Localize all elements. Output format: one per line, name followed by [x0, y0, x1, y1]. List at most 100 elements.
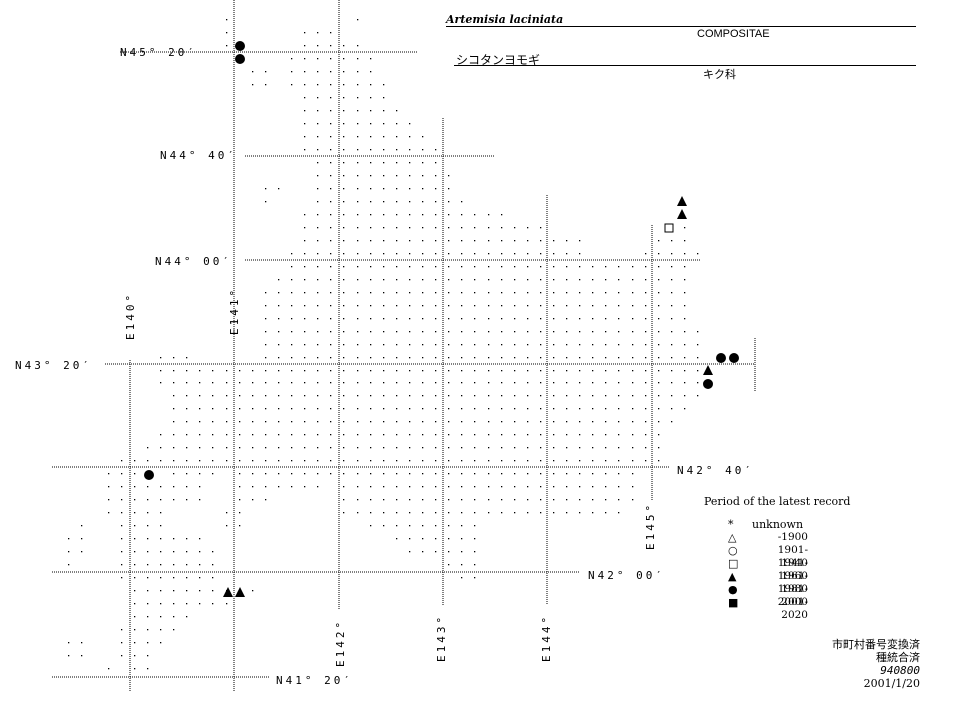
mesh-cell	[435, 253, 437, 255]
mesh-cell	[396, 292, 398, 294]
mesh-cell	[383, 382, 385, 384]
mesh-cell	[343, 473, 345, 475]
mesh-cell	[343, 110, 345, 112]
mesh-cell	[291, 58, 293, 60]
mesh-cell	[474, 512, 476, 514]
mesh-cell	[134, 642, 136, 644]
record-marker-filled-circle	[235, 54, 245, 64]
mesh-cell	[160, 642, 162, 644]
mesh-cell	[474, 395, 476, 397]
mesh-cell	[461, 266, 463, 268]
mesh-cell	[173, 447, 175, 449]
mesh-cell	[134, 655, 136, 657]
mesh-cell	[304, 382, 306, 384]
mesh-cell	[199, 382, 201, 384]
mesh-cell	[317, 370, 319, 372]
mesh-cell	[343, 486, 345, 488]
mesh-cell	[396, 279, 398, 281]
mesh-cell	[370, 499, 372, 501]
mesh-cell	[383, 408, 385, 410]
mesh-cell	[186, 408, 188, 410]
legend-item-1900: △-1900	[728, 531, 850, 544]
mesh-cell	[422, 240, 424, 242]
mesh-cell	[592, 266, 594, 268]
mesh-cell	[697, 331, 699, 333]
mesh-cell	[343, 331, 345, 333]
mesh-cell	[488, 370, 490, 372]
mesh-cell	[684, 292, 686, 294]
mesh-cell	[671, 266, 673, 268]
mesh-cell	[357, 279, 359, 281]
mesh-cell	[474, 344, 476, 346]
mesh-cell	[579, 395, 581, 397]
mesh-cell	[527, 447, 529, 449]
mesh-cell	[199, 447, 201, 449]
mesh-cell	[383, 473, 385, 475]
mesh-cell	[501, 214, 503, 216]
mesh-cell	[212, 408, 214, 410]
mesh-cell	[488, 344, 490, 346]
mesh-cell	[68, 564, 70, 566]
mesh-cell	[226, 603, 228, 605]
mesh-cell	[370, 408, 372, 410]
mesh-cell	[448, 201, 450, 203]
mesh-cell	[147, 499, 149, 501]
mesh-cell	[147, 551, 149, 553]
mesh-cell	[435, 149, 437, 151]
mesh-cell	[658, 279, 660, 281]
mesh-cell	[330, 292, 332, 294]
mesh-cell	[396, 162, 398, 164]
mesh-cell	[461, 473, 463, 475]
mesh-cell	[435, 279, 437, 281]
mesh-cell	[330, 382, 332, 384]
mesh-cell	[645, 305, 647, 307]
mesh-cell	[383, 357, 385, 359]
mesh-cell	[488, 266, 490, 268]
mesh-cell	[461, 331, 463, 333]
mesh-cell	[304, 279, 306, 281]
mesh-cell	[239, 473, 241, 475]
mesh-cell	[592, 292, 594, 294]
mesh-cell	[304, 84, 306, 86]
mesh-cell	[357, 408, 359, 410]
mesh-cell	[278, 447, 280, 449]
mesh-cell	[199, 603, 201, 605]
mesh-cell	[409, 175, 411, 177]
mesh-cell	[383, 162, 385, 164]
mesh-cell	[330, 370, 332, 372]
mesh-cell	[422, 149, 424, 151]
mesh-cell	[448, 188, 450, 190]
mesh-cell	[461, 357, 463, 359]
mesh-cell	[265, 486, 267, 488]
mesh-cell	[501, 253, 503, 255]
mesh-cell	[501, 447, 503, 449]
mesh-cell	[409, 279, 411, 281]
mesh-cell	[422, 344, 424, 346]
mesh-cell	[226, 512, 228, 514]
mesh-cell	[422, 175, 424, 177]
mesh-cell	[605, 279, 607, 281]
mesh-cell	[330, 58, 332, 60]
mesh-cell	[265, 382, 267, 384]
mesh-cell	[514, 279, 516, 281]
mesh-cell	[671, 253, 673, 255]
mesh-cell	[488, 486, 490, 488]
mesh-cell	[317, 214, 319, 216]
mesh-cell	[527, 344, 529, 346]
mesh-cell	[265, 408, 267, 410]
mesh-cell	[527, 382, 529, 384]
mesh-cell	[409, 538, 411, 540]
mesh-cell	[252, 473, 254, 475]
mesh-cell	[632, 292, 634, 294]
legend-item-1961-1980: ▲1961-1980	[728, 570, 850, 595]
mesh-cell	[553, 421, 555, 423]
mesh-cell	[501, 395, 503, 397]
mesh-cell	[409, 357, 411, 359]
mesh-cell	[343, 136, 345, 138]
mesh-cell	[501, 227, 503, 229]
mesh-cell	[605, 292, 607, 294]
mesh-cell	[134, 629, 136, 631]
mesh-cell	[226, 460, 228, 462]
mesh-cell	[632, 331, 634, 333]
mesh-cell	[343, 253, 345, 255]
